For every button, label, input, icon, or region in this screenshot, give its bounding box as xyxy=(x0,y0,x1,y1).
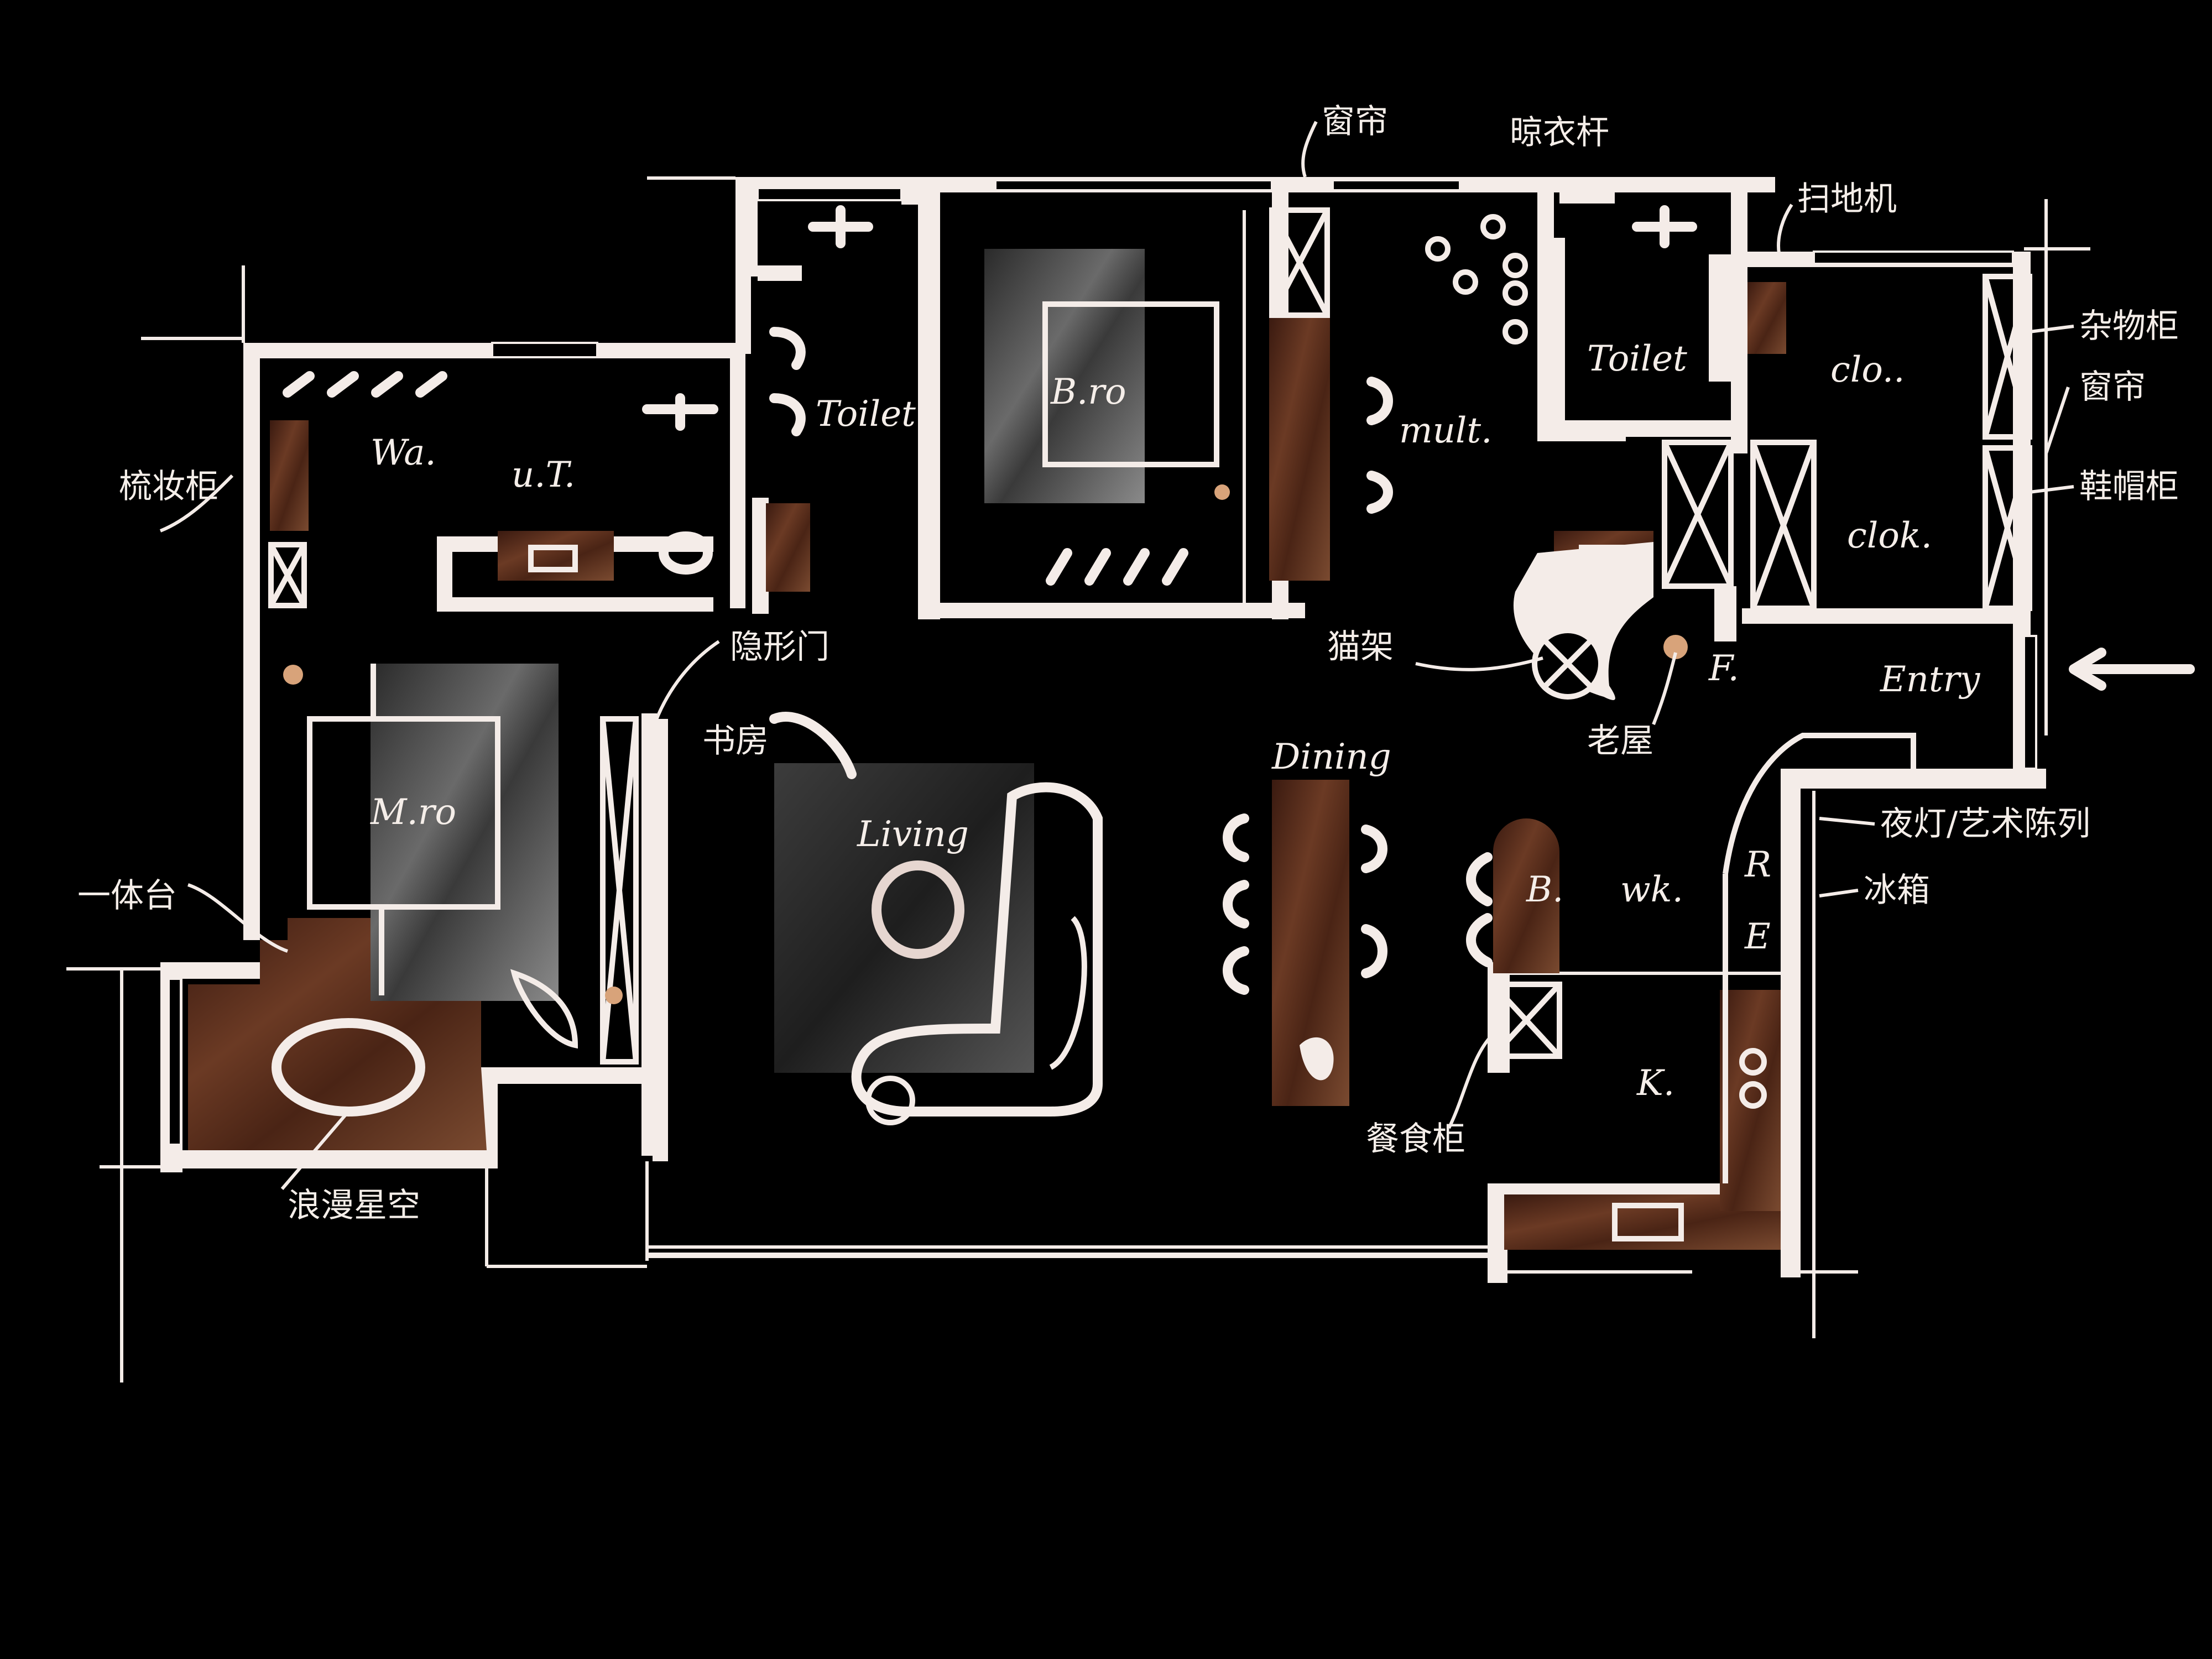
label-toilet-1: Toilet xyxy=(816,394,916,435)
note-study: 书房 xyxy=(702,722,769,760)
windows xyxy=(168,179,2037,1146)
note-shoe-cabinet: 鞋帽柜 xyxy=(2079,467,2179,506)
label-fridge-mark: F. xyxy=(1708,648,1739,689)
room-labels: Wa. u.T. M.ro Toilet B.ro mult. Toilet c… xyxy=(370,338,1980,1104)
note-romantic-star: 浪漫星空 xyxy=(288,1186,420,1225)
label-multi-room: mult. xyxy=(1399,410,1492,451)
label-work: wk. xyxy=(1620,869,1683,910)
label-walk-in-wardrobe: Wa. xyxy=(371,432,436,473)
note-dressing-cabinet: 梳妆柜 xyxy=(119,467,218,506)
note-storage-cabinet: 杂物柜 xyxy=(2079,307,2179,346)
note-clothes-rack: 晾衣杆 xyxy=(1510,113,1609,152)
label-r-mark: R xyxy=(1744,844,1771,885)
label-kitchen: K. xyxy=(1636,1063,1674,1104)
note-curtain-right: 窗帘 xyxy=(2079,368,2146,406)
label-living: Living xyxy=(857,814,969,855)
label-e-mark: E xyxy=(1744,916,1771,957)
note-curtain-top: 窗帘 xyxy=(1322,102,1388,141)
label-cloak-1: clo.. xyxy=(1830,349,1905,390)
label-master-bedroom: M.ro xyxy=(370,792,456,833)
label-entry: Entry xyxy=(1880,659,1980,700)
label-bedroom-2: B.ro xyxy=(1050,372,1126,413)
note-cat-shelf: 猫架 xyxy=(1327,628,1394,666)
label-bar: B. xyxy=(1526,869,1563,910)
label-dining: Dining xyxy=(1271,737,1391,778)
note-lamp-display: 夜灯/艺术陈列 xyxy=(1880,805,2090,843)
note-fridge: 冰箱 xyxy=(1864,871,1930,910)
note-vanity: 一体台 xyxy=(77,877,177,915)
label-cloak-2: clok. xyxy=(1847,515,1932,556)
note-sweeper: 扫地机 xyxy=(1797,180,1897,218)
label-master-toilet: u.T. xyxy=(512,455,575,495)
annotations: 梳妆柜 一体台 浪漫星空 隐形门 书房 窗帘 晾衣杆 扫地机 杂物柜 窗帘 鞋帽… xyxy=(77,102,2179,1225)
note-hidden-door: 隐形门 xyxy=(730,628,830,666)
note-old-house: 老屋 xyxy=(1587,722,1653,760)
furniture xyxy=(268,205,2195,1338)
label-toilet-2: Toilet xyxy=(1587,338,1687,379)
